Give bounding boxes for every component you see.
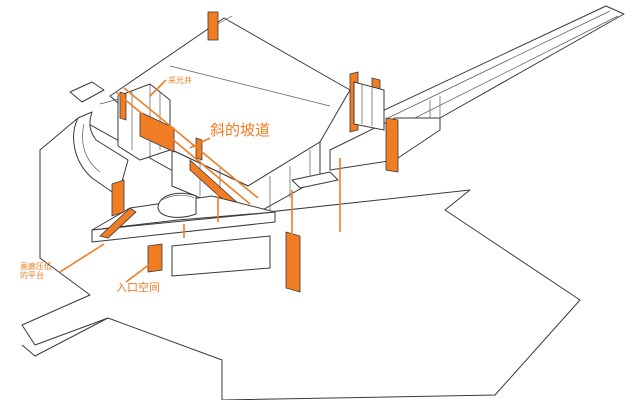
chimney (207, 11, 219, 41)
entrance-canopy (291, 171, 339, 189)
label-gallery-platform: 画廊压低 的平台 (20, 262, 52, 280)
label-sloped-ramp: 斜的坡道 (210, 121, 271, 139)
access-ramp-edge (387, 10, 619, 129)
orange-fin-mid (385, 117, 399, 173)
orange-wall-upper-left (139, 111, 175, 153)
upper-left-roof (69, 81, 105, 103)
gallery-support (111, 179, 125, 217)
internal-ramp (115, 91, 251, 205)
right-block-lines (361, 84, 373, 126)
stair-core (157, 192, 197, 218)
curved-wall-volume (73, 111, 129, 197)
access-ramp-base (329, 117, 441, 171)
orange-fin-front (285, 231, 301, 293)
label-gallery-platform-line2: 的平台 (20, 271, 44, 281)
stair-core-top (161, 194, 195, 201)
site-path-left (21, 317, 109, 357)
entrance-block (171, 235, 271, 277)
right-block (353, 81, 385, 131)
label-gallery-platform-line1: 画廊压低 (20, 262, 52, 271)
label-entrance-space: 入口空间 (116, 281, 160, 294)
gallery-platform-orange (99, 207, 137, 239)
site-ground-plane (21, 117, 581, 400)
entrance-orange-block (147, 243, 163, 273)
label-skylight: 采光井 (168, 76, 192, 85)
